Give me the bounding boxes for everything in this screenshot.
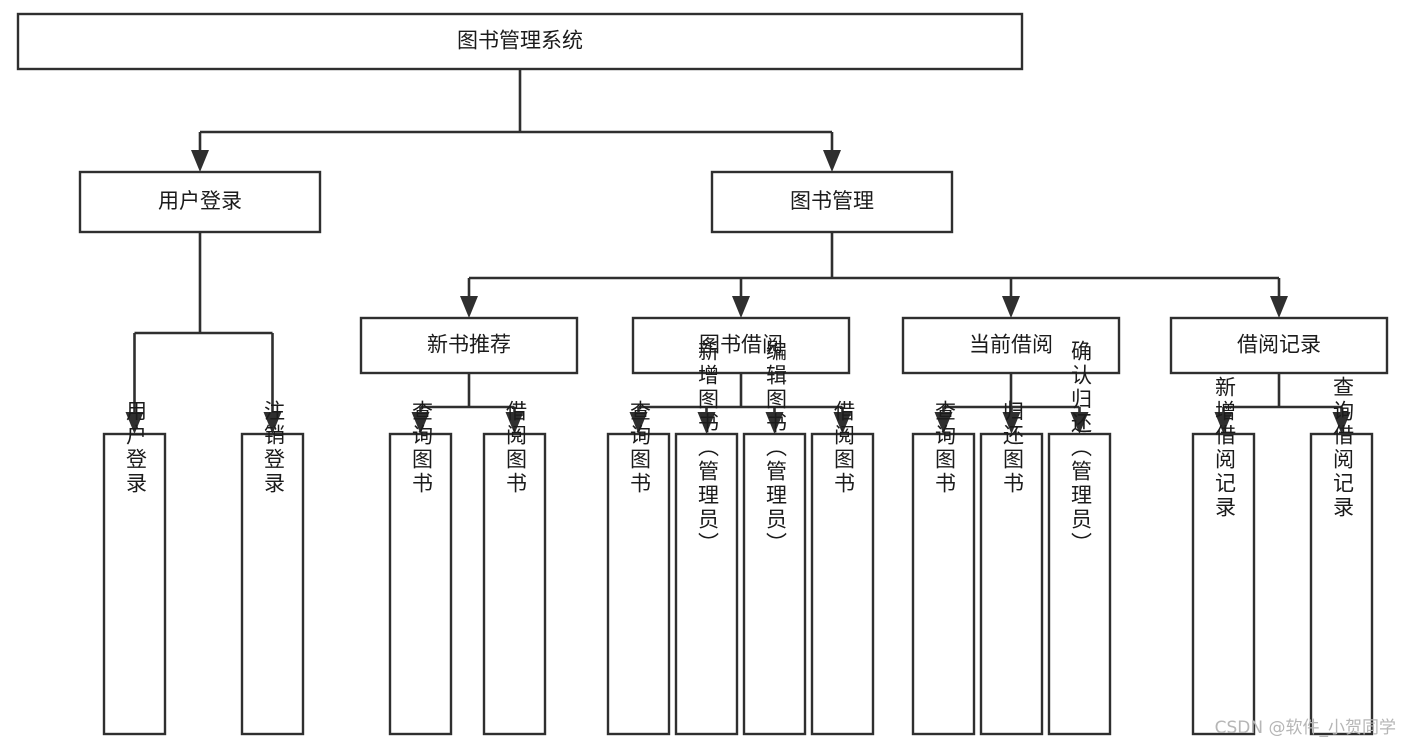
arrow-head-icon xyxy=(1214,412,1233,434)
node-label: 借阅图书 xyxy=(504,400,528,496)
node-box xyxy=(240,432,305,736)
node-box xyxy=(810,432,875,736)
watermark-label: CSDN @软件_小贺同学 xyxy=(1215,718,1396,738)
node-leaf-record-add[interactable]: 新增借阅记录 xyxy=(1191,376,1256,736)
node-box xyxy=(16,12,1024,71)
arrow-head-icon xyxy=(1002,296,1020,318)
node-label: 用户登录 xyxy=(124,400,148,496)
node-book-manage[interactable]: 图书管理 xyxy=(710,170,954,234)
node-box xyxy=(1047,432,1112,736)
node-box xyxy=(102,432,167,736)
node-leaf-user-logout[interactable]: 注销登录 xyxy=(240,400,305,736)
node-label: 图书借阅 xyxy=(699,333,783,357)
node-label: 查询图书 xyxy=(933,400,957,496)
node-label: 查询借阅记录 xyxy=(1331,376,1355,520)
node-box xyxy=(979,432,1044,736)
node-borrow-record[interactable]: 借阅记录 xyxy=(1169,316,1389,375)
node-label: 新书推荐 xyxy=(427,333,511,357)
node-leaf-borrow-borrow-book[interactable]: 借阅图书 xyxy=(810,400,875,736)
node-leaf-recommend-borrow-book[interactable]: 借阅图书 xyxy=(482,400,547,736)
node-user-login[interactable]: 用户登录 xyxy=(78,170,322,234)
arrow-head-icon xyxy=(629,412,648,434)
node-leaf-user-login[interactable]: 用户登录 xyxy=(102,400,167,736)
arrow-head-icon xyxy=(505,412,524,434)
node-new-book-recommend[interactable]: 新书推荐 xyxy=(359,316,579,375)
node-box xyxy=(1169,316,1389,375)
arrow-head-icon xyxy=(191,150,209,172)
node-current-borrow[interactable]: 当前借阅 xyxy=(901,316,1121,375)
node-box xyxy=(482,432,547,736)
node-leaf-current-query-book[interactable]: 查询图书 xyxy=(911,400,976,736)
node-book-borrow[interactable]: 图书借阅 xyxy=(631,316,851,375)
node-label: 归还图书 xyxy=(1001,400,1025,496)
node-label: 当前借阅 xyxy=(969,333,1053,357)
arrow-head-icon xyxy=(411,412,430,434)
connector-layer xyxy=(125,69,1351,434)
node-leaf-current-return-book[interactable]: 归还图书 xyxy=(979,400,1044,736)
node-label: 确认归还（管理员） xyxy=(1069,340,1093,556)
node-label: 查询图书 xyxy=(410,400,434,496)
arrow-head-icon xyxy=(263,412,282,434)
node-label: 编辑图书（管理员） xyxy=(764,340,788,556)
node-box xyxy=(742,432,807,736)
node-leaf-current-confirm-return[interactable]: 确认归还（管理员） xyxy=(1047,340,1112,736)
node-leaf-borrow-add-book[interactable]: 新增图书（管理员） xyxy=(674,340,739,736)
node-box xyxy=(359,316,579,375)
arrow-head-icon xyxy=(823,150,841,172)
node-box xyxy=(674,432,739,736)
node-leaf-record-query[interactable]: 查询借阅记录 xyxy=(1309,376,1374,736)
node-box xyxy=(1309,432,1374,736)
node-box xyxy=(901,316,1121,375)
node-box xyxy=(388,432,453,736)
node-box xyxy=(78,170,322,234)
node-label: 图书管理系统 xyxy=(457,29,583,53)
node-root[interactable]: 图书管理系统 xyxy=(16,12,1024,71)
node-leaf-borrow-query-book[interactable]: 查询图书 xyxy=(606,400,671,736)
node-label: 注销登录 xyxy=(262,400,286,496)
node-label: 图书管理 xyxy=(790,189,874,213)
arrow-head-icon xyxy=(765,412,784,434)
node-box xyxy=(606,432,671,736)
node-label: 借阅图书 xyxy=(832,400,856,496)
node-box xyxy=(631,316,851,375)
arrow-head-icon xyxy=(460,296,478,318)
arrow-head-icon xyxy=(125,412,144,434)
node-label: 新增借阅记录 xyxy=(1213,376,1237,520)
node-leaf-borrow-edit-book[interactable]: 编辑图书（管理员） xyxy=(742,340,807,736)
node-label: 查询图书 xyxy=(628,400,652,496)
node-leaf-recommend-query-book[interactable]: 查询图书 xyxy=(388,400,453,736)
node-label: 新增图书（管理员） xyxy=(696,340,720,556)
arrow-head-icon xyxy=(1070,412,1089,434)
arrow-head-icon xyxy=(934,412,953,434)
arrow-head-icon xyxy=(1270,296,1288,318)
arrow-head-icon xyxy=(1332,412,1351,434)
node-box xyxy=(1191,432,1256,736)
node-label: 借阅记录 xyxy=(1237,333,1321,357)
node-box xyxy=(710,170,954,234)
node-label: 用户登录 xyxy=(158,189,242,213)
node-layer: 图书管理系统用户登录图书管理新书推荐图书借阅当前借阅借阅记录用户登录注销登录查询… xyxy=(16,12,1389,736)
node-box xyxy=(911,432,976,736)
arrow-head-icon xyxy=(697,412,716,434)
arrow-head-icon xyxy=(1002,412,1021,434)
arrow-head-icon xyxy=(732,296,750,318)
arrow-head-icon xyxy=(833,412,852,434)
